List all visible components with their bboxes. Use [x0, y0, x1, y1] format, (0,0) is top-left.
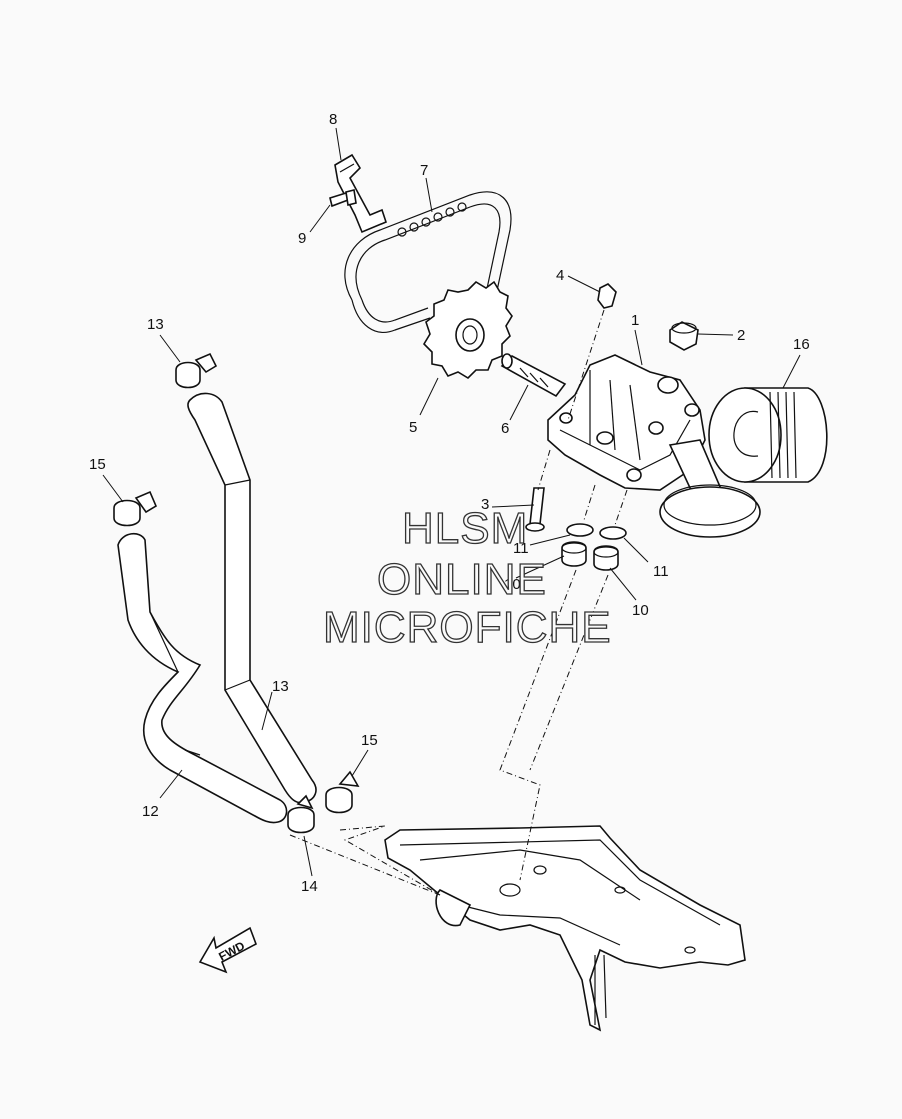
hose-clamp-13-top — [175, 352, 218, 389]
watermark-line-2: ONLINE — [377, 555, 547, 604]
crankcase-oil-pan — [384, 825, 746, 1032]
callout-12: 12 — [142, 803, 159, 820]
oil-filter — [708, 387, 828, 483]
leader-lines — [102, 127, 801, 877]
callout-15-top: 15 — [89, 456, 106, 473]
callout-13-top: 13 — [147, 316, 164, 333]
callout-15-bottom: 15 — [361, 732, 378, 749]
oil-pump-shaft — [500, 353, 567, 398]
forward-direction-arrow: FWD — [198, 926, 257, 974]
callout-13-bottom: 14 — [301, 878, 318, 895]
callout-4: 4 — [556, 267, 564, 284]
callout-2: 2 — [737, 327, 745, 344]
collar-left — [561, 541, 587, 567]
pump-bolt — [525, 487, 545, 532]
guide-bolt — [329, 189, 357, 208]
oil-hose-12 — [117, 532, 288, 824]
hose-clamp-15-top — [113, 490, 158, 527]
callout-11-right: 11 — [653, 563, 669, 580]
oil-pump-assembly — [547, 354, 706, 491]
callout-9: 9 — [298, 230, 306, 247]
o-ring-left — [566, 523, 594, 537]
dowel-pin — [597, 283, 617, 309]
callout-3: 3 — [481, 496, 489, 513]
o-ring-right — [599, 526, 627, 540]
callout-7: 7 — [420, 162, 428, 179]
alignment-lines — [289, 309, 628, 896]
collar — [669, 321, 699, 351]
callout-1: 1 — [631, 312, 639, 329]
callout-11-left: 11 — [513, 540, 529, 557]
driven-sprocket — [422, 280, 513, 380]
callout-10-right: 10 — [632, 602, 649, 619]
callout-14: 13 — [272, 678, 289, 695]
watermark-line-3: MICROFICHE — [323, 603, 612, 652]
watermark-line-1: HLSM — [402, 504, 528, 553]
callout-5: 5 — [409, 419, 417, 436]
oil-strainer — [659, 439, 761, 538]
callout-8: 8 — [329, 111, 337, 128]
collar-right — [593, 545, 619, 571]
oil-hose-14 — [187, 392, 317, 804]
hose-clamp-13-bottom — [287, 794, 315, 834]
watermark: HLSM ONLINE MICROFICHE — [322, 503, 612, 652]
callout-10-left: 10 — [504, 576, 521, 593]
callout-labels: 8 9 7 4 1 2 16 5 6 3 11 11 10 10 13 15 1… — [89, 111, 810, 895]
callout-16: 16 — [793, 336, 810, 353]
callout-6: 6 — [501, 420, 509, 437]
hose-clamp-15-bottom — [325, 770, 360, 814]
